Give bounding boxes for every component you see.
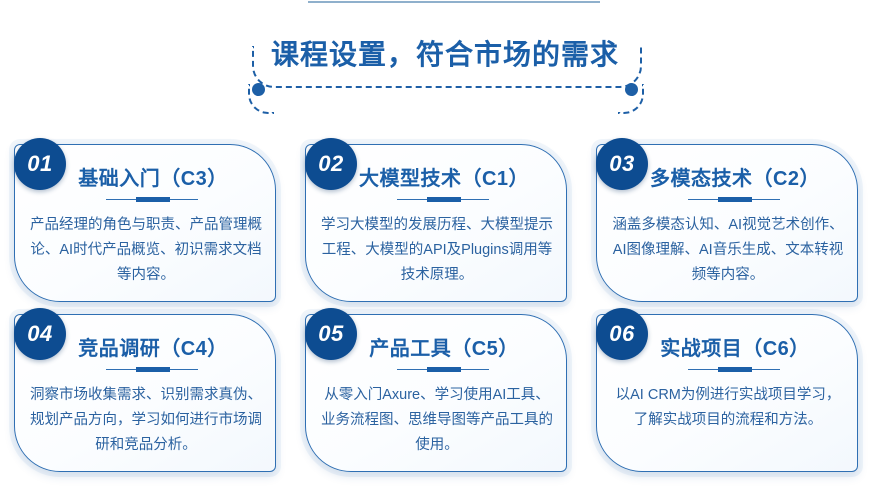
- course-card-05-body: 从零入门Axure、学习使用AI工具、业务流程图、思维导图等产品工具的使用。: [321, 387, 553, 453]
- course-card-03-title: 多模态技术（C2）: [649, 168, 821, 190]
- course-card-04-divider: [106, 367, 198, 372]
- course-card-06-divider: [688, 367, 780, 372]
- heading-dashed-frame: [252, 46, 642, 88]
- page-title: 课程设置，符合市场的需求: [0, 34, 890, 76]
- divider-nub: [427, 197, 461, 202]
- course-card-01-body: 产品经理的角色与职责、产品管理概论、AI时代产品概览、初识需求文档等内容。: [30, 217, 262, 283]
- course-card-03[interactable]: 多模态技术（C2） 涵盖多模态认知、AI视觉艺术创作、AI图像理解、AI音乐生成…: [596, 144, 858, 302]
- divider-nub: [718, 367, 752, 372]
- course-cards-grid: 基础入门（C3） 产品经理的角色与职责、产品管理概论、AI时代产品概览、初识需求…: [0, 138, 890, 478]
- divider-nub: [136, 197, 170, 202]
- course-card-03-divider: [688, 197, 780, 202]
- course-card-01-divider: [106, 197, 198, 202]
- course-card-06-title: 实战项目（C6）: [660, 338, 810, 360]
- heading-arc-left: [248, 84, 274, 114]
- heading-dot-left-icon: [252, 83, 265, 96]
- course-badge-04: 04: [14, 308, 66, 360]
- course-card-06-body: 以AI CRM为例进行实战项目学习，了解实战项目的流程和方法。: [615, 387, 841, 428]
- course-card-02-title: 大模型技术（C1）: [358, 168, 530, 190]
- course-card-05-title: 产品工具（C5）: [369, 338, 519, 360]
- divider-nub: [136, 367, 170, 372]
- divider-nub: [718, 197, 752, 202]
- course-card-02-divider: [397, 197, 489, 202]
- page-title-text: 课程设置，符合市场的需求: [254, 39, 635, 70]
- heading-dot-right-icon: [625, 83, 638, 96]
- top-decorative-rule: [308, 1, 600, 3]
- course-card-02-body: 学习大模型的发展历程、大模型提示工程、大模型的API及Plugins调用等技术原…: [321, 217, 553, 283]
- course-badge-03: 03: [596, 138, 648, 190]
- course-badge-05: 05: [305, 308, 357, 360]
- course-card-01-title: 基础入门（C3）: [78, 168, 228, 190]
- course-card-02[interactable]: 大模型技术（C1） 学习大模型的发展历程、大模型提示工程、大模型的API及Plu…: [305, 144, 567, 302]
- course-badge-06: 06: [596, 308, 648, 360]
- course-badge-01: 01: [14, 138, 66, 190]
- course-card-05-divider: [397, 367, 489, 372]
- divider-nub: [427, 367, 461, 372]
- course-card-03-body: 涵盖多模态认知、AI视觉艺术创作、AI图像理解、AI音乐生成、文本转视频等内容。: [612, 217, 844, 283]
- course-badge-02: 02: [305, 138, 357, 190]
- course-card-04-body: 洞察市场收集需求、识别需求真伪、规划产品方向，学习如何进行市场调研和竞品分析。: [30, 387, 262, 453]
- course-card-04-title: 竞品调研（C4）: [78, 338, 228, 360]
- section-heading: 课程设置，符合市场的需求: [0, 34, 890, 114]
